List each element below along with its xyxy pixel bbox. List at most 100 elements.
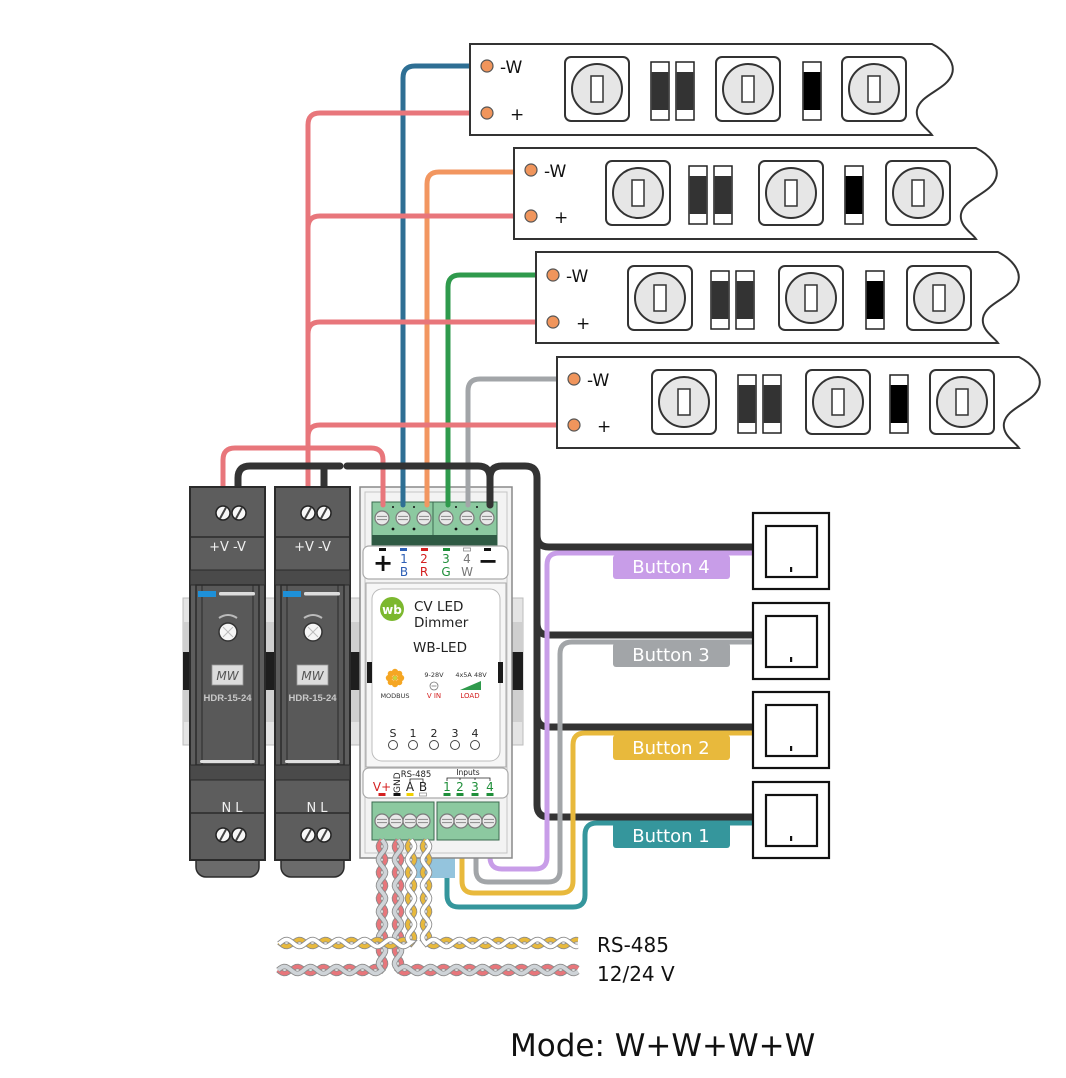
bottom-terminal-labels: V+ GND RS-485 A B Inputs 1 2 3 4 bbox=[362, 767, 509, 799]
input-label-4: 4 bbox=[486, 780, 494, 794]
resistor bbox=[688, 165, 708, 225]
terminal-screw-plus bbox=[374, 510, 390, 526]
button-label: Button 1 bbox=[632, 826, 709, 847]
gnd-label: GND bbox=[393, 772, 403, 793]
load-rating-label: 4x5A 48V bbox=[455, 671, 487, 679]
resistor bbox=[675, 61, 695, 121]
solder-pad-minus bbox=[546, 268, 560, 282]
screw-icon bbox=[231, 505, 247, 521]
vin-icon bbox=[429, 681, 439, 691]
button-4: Button 4 bbox=[613, 511, 831, 591]
psu-output-terminals-label: +V -V bbox=[209, 540, 246, 555]
top-terminal-labels: + 1 B 2 R 3 G 4 W − bbox=[362, 545, 509, 580]
wire-input-1-teal bbox=[444, 820, 758, 910]
strip-minus-label: -W bbox=[566, 267, 588, 287]
adjust-arc-icon bbox=[303, 614, 323, 619]
solder-pad-plus bbox=[567, 418, 581, 432]
terminal-screw-1 bbox=[395, 510, 411, 526]
led-chip bbox=[758, 160, 824, 226]
terminal-screw-minus bbox=[479, 510, 495, 526]
vplus-label: V+ bbox=[373, 780, 391, 794]
terminal-screw-input-2 bbox=[453, 813, 469, 829]
status-led-label: 4 bbox=[472, 727, 479, 740]
led-chip bbox=[564, 56, 630, 122]
rs485-cable-right-strand bbox=[420, 838, 579, 949]
wb-logo-icon: wb bbox=[380, 597, 404, 621]
solder-pad-minus bbox=[524, 163, 538, 177]
led-strip-2: -W + bbox=[513, 147, 998, 240]
button-3: Button 3 bbox=[613, 601, 831, 681]
wb-logo-text: wb bbox=[382, 603, 402, 617]
power-supply-2: +V -V MW HDR-15-24 N L bbox=[274, 486, 351, 878]
top-terminal-block bbox=[371, 501, 498, 546]
terminal-screw-gnd bbox=[388, 813, 404, 829]
terminal-letter-w: W bbox=[461, 565, 473, 579]
power-indicator-led bbox=[283, 591, 301, 597]
solder-pad-plus bbox=[546, 315, 560, 329]
button-label-badge bbox=[613, 735, 730, 760]
wire-input-3-gray bbox=[473, 639, 758, 885]
led-chip bbox=[778, 265, 844, 331]
button-label: Button 3 bbox=[632, 645, 709, 666]
wire-positive-bus bbox=[305, 110, 475, 493]
wire-positive-strip-3 bbox=[305, 319, 541, 337]
led-chip bbox=[841, 56, 907, 122]
inputs-label: Inputs bbox=[456, 768, 479, 777]
wire-common-button-4 bbox=[533, 531, 759, 551]
terminal-screw-3 bbox=[438, 510, 454, 526]
strip-plus-label: + bbox=[597, 417, 611, 437]
terminal-screw-b bbox=[415, 813, 431, 829]
button-2: Button 2 bbox=[613, 690, 831, 770]
screw-icon bbox=[215, 827, 231, 843]
wire-channel-1-blue bbox=[400, 63, 475, 507]
din-clip bbox=[413, 858, 455, 878]
dimmer-front-panel: wb CV LED Dimmer WB-LED MODBUS 9-28V V I… bbox=[365, 582, 507, 768]
button-label-badge bbox=[613, 643, 730, 667]
status-led bbox=[429, 740, 439, 750]
button-label-badge bbox=[613, 823, 730, 848]
rs485-cable-left-strand bbox=[277, 838, 417, 949]
led-dimmer: + 1 B 2 R 3 G 4 W − wb CV LED Dimmer WB-… bbox=[359, 486, 513, 878]
voltage-adjust-knob bbox=[218, 622, 238, 642]
led-chip bbox=[715, 56, 781, 122]
screw-icon bbox=[215, 505, 231, 521]
wire-positive-strip-2 bbox=[305, 213, 519, 231]
led-chip bbox=[906, 265, 972, 331]
resistor bbox=[889, 374, 909, 434]
input-label-3: 3 bbox=[471, 780, 479, 794]
wire-channel-2-orange bbox=[424, 169, 519, 507]
rs485-label: RS-485 bbox=[401, 770, 432, 780]
led-chip bbox=[929, 369, 995, 435]
led-chip bbox=[627, 265, 693, 331]
wire-channel-3-green bbox=[445, 272, 541, 507]
power-cable-right-strand bbox=[392, 838, 580, 976]
terminal-screw-input-3 bbox=[467, 813, 483, 829]
resistor bbox=[735, 270, 755, 330]
status-led bbox=[408, 740, 418, 750]
bottom-terminal-block bbox=[371, 801, 500, 841]
status-leds: S 1 2 3 4 bbox=[388, 727, 480, 750]
status-led bbox=[470, 740, 480, 750]
load-ramp-icon bbox=[460, 681, 481, 690]
resistor bbox=[762, 374, 782, 434]
psu-output-terminals-label: +V -V bbox=[294, 540, 331, 555]
resistor bbox=[650, 61, 670, 121]
terminal-label-2: 2 bbox=[420, 552, 428, 566]
resistor bbox=[710, 270, 730, 330]
modbus-icon bbox=[385, 668, 405, 688]
resistor bbox=[865, 270, 885, 330]
wire-channel-4-gray bbox=[465, 376, 562, 507]
strip-plus-label: + bbox=[554, 208, 568, 228]
rs485-b-label: B bbox=[419, 780, 427, 794]
terminal-letter-g: G bbox=[441, 565, 450, 579]
power-indicator-led bbox=[198, 591, 216, 597]
wire-positive-psu-1 bbox=[220, 445, 311, 493]
resistor bbox=[802, 61, 822, 121]
button-label: Button 4 bbox=[632, 557, 709, 578]
brand-logo-text: MW bbox=[301, 669, 324, 683]
wall-switch-icon bbox=[751, 511, 831, 591]
load-label: LOAD bbox=[460, 692, 479, 700]
wire-positive-dimmer bbox=[305, 445, 386, 507]
dimmer-title-line-1: CV LED bbox=[414, 599, 463, 615]
